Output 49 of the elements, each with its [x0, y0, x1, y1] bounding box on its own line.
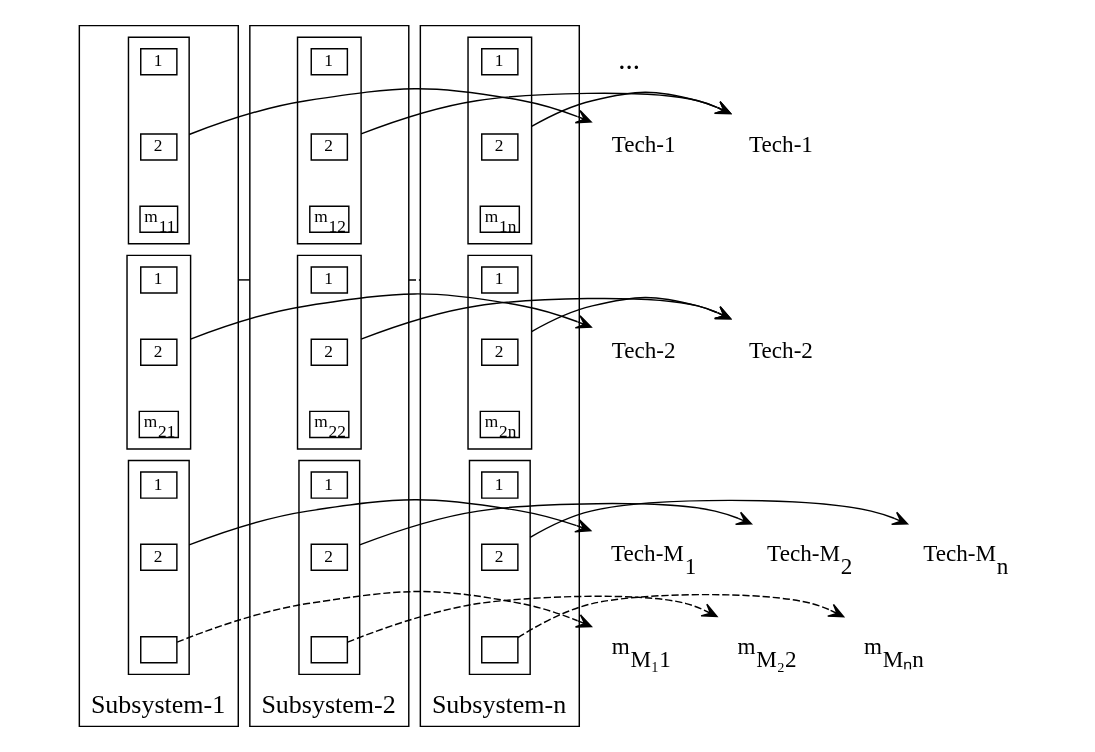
cluster — [127, 36, 190, 245]
node-box — [140, 636, 178, 664]
node-box — [481, 636, 519, 664]
node-box: 1 — [140, 471, 178, 499]
node-box: 1 — [140, 48, 178, 76]
node-box: 2 — [481, 543, 519, 572]
arrow — [517, 593, 845, 639]
arrow — [530, 91, 732, 128]
arrow — [188, 499, 592, 546]
cluster — [296, 254, 362, 450]
node-box: 1 — [140, 266, 178, 294]
node-text: Tech-2 — [749, 336, 813, 363]
node-text: Tech-1 — [611, 131, 676, 158]
node-box: 2 — [140, 133, 178, 161]
arrow — [188, 88, 592, 136]
node-box: 1 — [310, 48, 349, 76]
cluster — [296, 36, 362, 245]
arrow — [529, 499, 909, 539]
node-box — [310, 636, 349, 664]
node-text: Tech-2 — [611, 336, 676, 363]
node-box: 2 — [481, 338, 519, 366]
node-box: 2 — [140, 338, 178, 366]
cluster — [468, 459, 531, 676]
node-text: Tech-1 — [749, 131, 813, 158]
node-box: 1 — [310, 471, 349, 499]
cluster — [127, 459, 190, 676]
node-box: 2 — [140, 543, 178, 572]
node-box: 1 — [481, 48, 519, 76]
arrow — [360, 92, 732, 135]
arrow — [358, 502, 753, 546]
node-box: 2 — [310, 338, 349, 366]
connector — [237, 279, 251, 281]
node-box: 2 — [310, 543, 349, 572]
label: ... — [618, 42, 640, 75]
node-box: 2 — [310, 133, 349, 161]
cluster — [467, 254, 533, 450]
node-box: 1 — [481, 471, 519, 499]
arrow — [530, 296, 732, 333]
arrow — [189, 293, 592, 340]
node-box: 1 — [481, 266, 519, 294]
arrow — [360, 297, 732, 340]
connector — [408, 279, 422, 281]
node-box: 1 — [310, 266, 349, 294]
cluster — [467, 36, 533, 245]
arrow — [176, 590, 593, 643]
arrow — [346, 595, 718, 643]
node-box: 2 — [481, 133, 519, 161]
cluster — [126, 254, 192, 450]
cluster — [298, 459, 361, 676]
